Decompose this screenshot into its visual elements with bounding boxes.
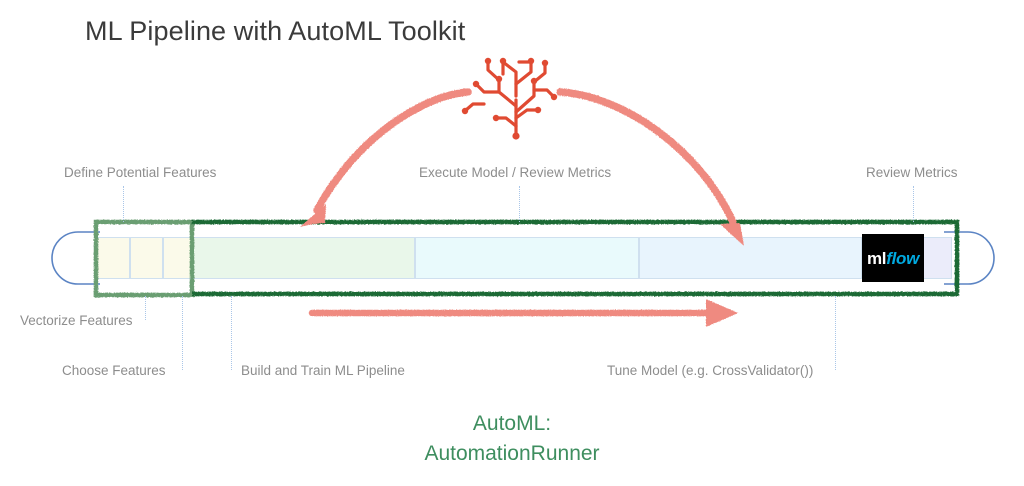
mlflow-flow-text: flow	[886, 248, 920, 268]
pipeline-segment-vectorize-features	[130, 237, 163, 279]
label-define-potential-features: Define Potential Features	[64, 165, 217, 180]
connector-vectorize-features	[145, 296, 146, 320]
connector-review-metrics	[913, 186, 914, 222]
connector-tune-model-crossvalidator	[835, 296, 836, 370]
connector-build-and-train-ml-pipeline	[231, 296, 232, 370]
pipeline-segment-tune-model	[639, 237, 862, 279]
connector-execute-model-review-metrics	[519, 186, 520, 222]
automl-caption-line1: AutoML:	[472, 412, 552, 435]
connector-choose-features	[182, 296, 183, 370]
pipeline-segment-execute-model	[415, 237, 639, 279]
pipeline-segment-choose-features	[95, 237, 130, 279]
label-execute-model-review-metrics: Execute Model / Review Metrics	[419, 165, 612, 180]
label-build-and-train-ml-pipeline: Build and Train ML Pipeline	[241, 363, 405, 378]
label-review-metrics: Review Metrics	[866, 165, 958, 180]
automl-caption-line2: AutomationRunner	[424, 442, 600, 465]
page-title: ML Pipeline with AutoML Toolkit	[85, 16, 466, 46]
label-vectorize-features: Vectorize Features	[20, 313, 133, 328]
circuit-tree-icon	[461, 57, 558, 140]
pipeline-segment-build-and-train	[192, 237, 415, 279]
left-end-cap	[51, 231, 100, 285]
arrow-icon-to-build	[300, 88, 472, 227]
arrow-train-to-tune	[308, 299, 738, 327]
pipeline-segment-define-potential-features	[163, 237, 192, 279]
connector-define-potential-features	[123, 186, 124, 222]
mlflow-ml-text: ml	[866, 248, 887, 268]
automl-caption: AutoML: AutomationRunner	[0, 409, 1024, 469]
label-tune-model-crossvalidator: Tune Model (e.g. CrossValidator())	[607, 363, 814, 378]
label-choose-features: Choose Features	[62, 363, 166, 378]
